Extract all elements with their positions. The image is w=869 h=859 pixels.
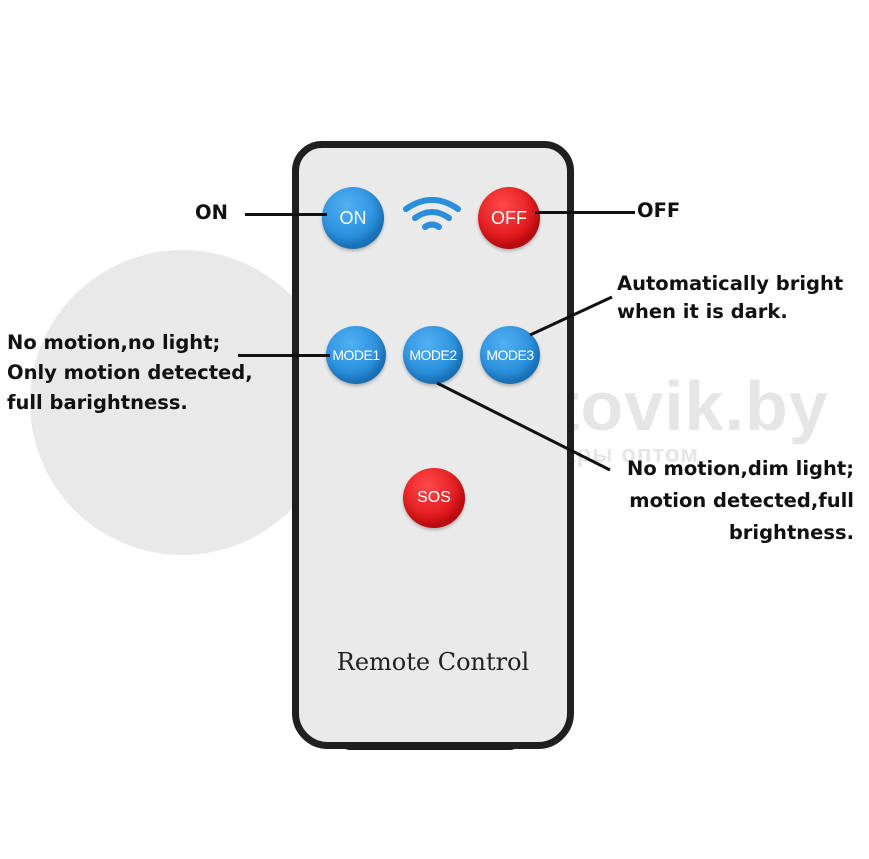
mode2-leader-line — [436, 381, 611, 472]
off-button[interactable]: OFF — [478, 187, 540, 249]
mode3-button[interactable]: MODE3 — [480, 326, 540, 384]
mode2-callout: No motion,dim light; motion detected,ful… — [614, 453, 854, 549]
remote-label: Remote Control — [336, 648, 530, 676]
wifi-signal-icon — [403, 197, 461, 230]
mode1-callout-line: Only motion detected, — [7, 361, 253, 384]
mode2-callout-line: brightness. — [728, 521, 854, 544]
mode1-callout-line: full barightness. — [7, 391, 188, 414]
mode1-callout: No motion,no light; Only motion detected… — [7, 328, 253, 418]
on-leader-line — [245, 213, 327, 216]
mode1-button[interactable]: MODE1 — [326, 326, 386, 384]
off-leader-line — [535, 211, 635, 214]
mode2-button[interactable]: MODE2 — [403, 326, 463, 384]
mode3-callout-line: when it is dark. — [617, 300, 788, 323]
watermark-logo — [30, 250, 335, 555]
mode1-callout-line: No motion,no light; — [7, 331, 221, 354]
mode2-callout-line: No motion,dim light; — [627, 457, 854, 480]
mode3-leader-line — [529, 295, 613, 337]
mode2-callout-line: motion detected,full — [629, 489, 854, 512]
mode3-callout: Automatically bright when it is dark. — [617, 270, 843, 326]
on-button[interactable]: ON — [322, 187, 384, 249]
mode3-callout-line: Automatically bright — [617, 272, 844, 295]
on-callout: ON — [195, 201, 228, 224]
sos-button[interactable]: SOS — [403, 468, 465, 528]
mode1-leader-line — [238, 354, 330, 357]
off-callout: OFF — [637, 199, 681, 222]
